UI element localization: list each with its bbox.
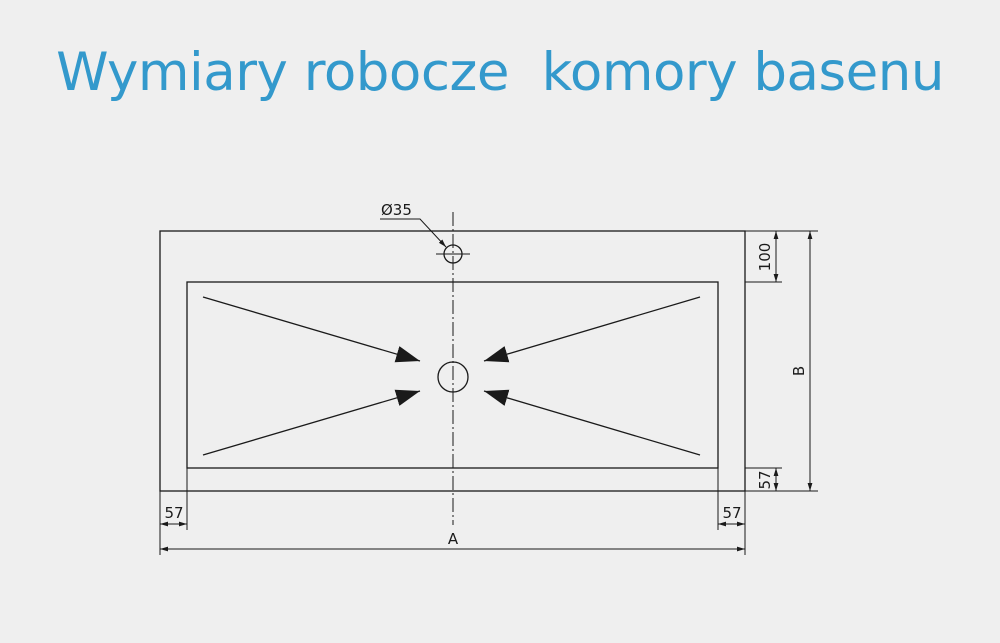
- slope-arrow-bottom-left: [202, 389, 421, 456]
- main-drain: [437, 361, 469, 393]
- outlet-leader-line: [380, 218, 447, 248]
- slope-arrow-top-right: [483, 296, 701, 363]
- dim-left-margin-label: 57: [164, 504, 183, 522]
- dim-top-offset-label: 100: [756, 243, 774, 272]
- slope-arrows: [202, 296, 701, 456]
- overflow-outlet: [436, 244, 470, 264]
- dim-width-label: A: [448, 530, 459, 548]
- dim-right-margin-label: 57: [722, 504, 741, 522]
- dim-height-label: B: [790, 366, 808, 376]
- slope-arrow-bottom-right: [483, 389, 701, 456]
- outlet-diameter-label: Ø35: [381, 201, 412, 219]
- dim-bottom-margin-label: 57: [756, 470, 774, 489]
- page-title: Wymiary robocze komory basenu: [56, 42, 944, 103]
- slope-arrow-top-left: [202, 296, 421, 363]
